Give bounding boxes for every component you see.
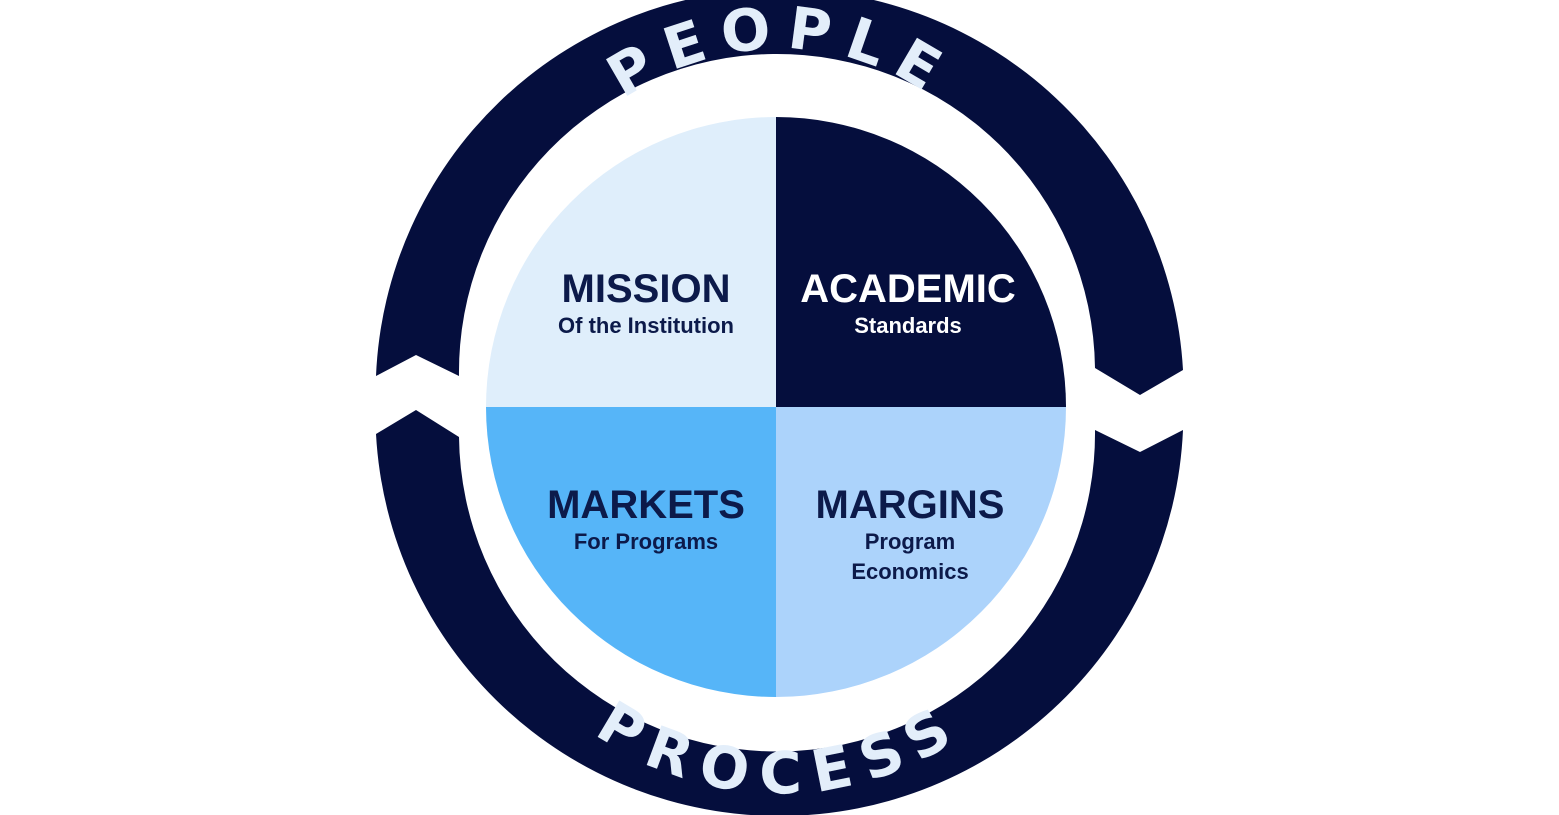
academic-subtitle: Standards xyxy=(854,313,962,338)
quadrant-mission xyxy=(486,117,776,407)
margins-subtitle-line1: Program xyxy=(865,529,955,554)
academic-title: ACADEMIC xyxy=(800,267,1016,311)
margins-title: MARGINS xyxy=(816,483,1005,527)
ring-top-half xyxy=(376,0,1183,395)
ring-bottom-half xyxy=(376,410,1183,815)
quadrant-markets xyxy=(486,407,776,697)
margins-subtitle-line2: Economics xyxy=(851,559,968,584)
markets-title: MARKETS xyxy=(547,483,745,527)
quadrant-margins xyxy=(776,407,1066,697)
markets-subtitle: For Programs xyxy=(574,529,718,554)
mission-title: MISSION xyxy=(562,267,731,311)
quadrant-academic xyxy=(776,117,1066,407)
mission-subtitle: Of the Institution xyxy=(558,313,734,338)
